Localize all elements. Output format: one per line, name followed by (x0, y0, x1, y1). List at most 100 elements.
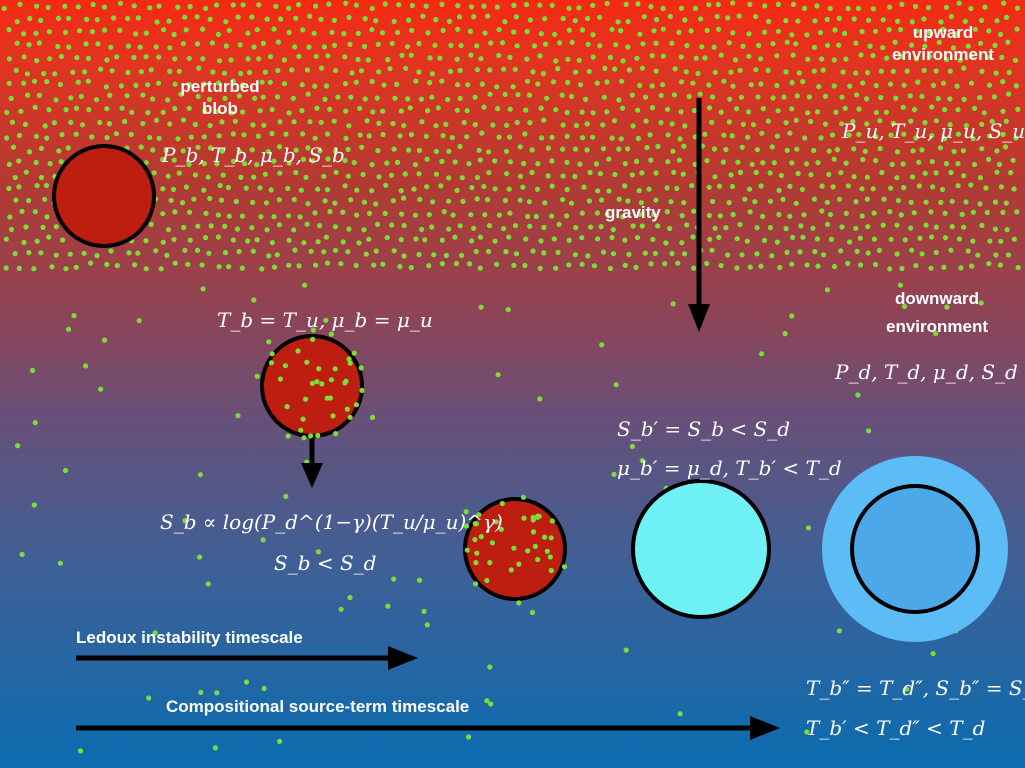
particle (771, 160, 777, 166)
particle (82, 69, 88, 75)
particle (767, 198, 774, 204)
particle (537, 396, 543, 402)
particle (90, 1, 96, 8)
particle (466, 161, 472, 167)
particle (370, 109, 376, 115)
particle (407, 105, 413, 111)
particle (83, 41, 89, 47)
particle (241, 132, 247, 138)
particle (832, 27, 838, 33)
particle (313, 3, 319, 9)
particle (496, 27, 502, 33)
particle (789, 106, 795, 112)
blob-particle (561, 564, 568, 570)
particle (831, 263, 838, 270)
particle (825, 42, 831, 48)
particle (81, 250, 87, 256)
particle (143, 266, 149, 272)
particle (186, 55, 192, 61)
particle (409, 2, 415, 9)
particle (366, 210, 373, 216)
particle (704, 158, 710, 164)
particle (732, 57, 739, 63)
blob-particle (310, 327, 316, 333)
particle (534, 186, 541, 192)
particle (709, 119, 715, 125)
particle (843, 56, 849, 62)
particle (327, 208, 333, 215)
particle (8, 95, 14, 101)
particle (424, 622, 430, 628)
particle (660, 26, 667, 32)
particle (517, 173, 524, 179)
particle (922, 170, 928, 176)
particle (730, 0, 736, 6)
particle (67, 251, 73, 257)
particle (420, 13, 426, 19)
blob-particle (347, 414, 353, 420)
particle (794, 146, 800, 152)
particle (777, 264, 783, 271)
particle (109, 68, 115, 74)
particle (88, 260, 94, 266)
particle (332, 148, 339, 154)
particle (153, 248, 159, 254)
particle (622, 237, 628, 243)
particle (197, 554, 203, 560)
particle (513, 14, 520, 20)
particle (941, 264, 947, 270)
blob-particle (535, 556, 541, 563)
blob-particle (295, 348, 301, 354)
particle (125, 43, 132, 49)
particle (947, 122, 953, 128)
particle (371, 262, 377, 268)
particle (573, 122, 580, 129)
particle (679, 213, 685, 219)
particle (151, 170, 157, 176)
particle (970, 209, 977, 215)
particle (36, 92, 43, 98)
gravity-label: gravity (605, 203, 661, 222)
particle (494, 261, 500, 267)
particle (376, 69, 382, 75)
gravity-arrow (688, 98, 710, 332)
particle (838, 170, 844, 176)
particle (538, 105, 544, 111)
particle (723, 225, 729, 231)
particle (25, 92, 31, 98)
particle (507, 134, 513, 140)
particle (560, 122, 566, 128)
particle (630, 123, 636, 129)
particle (983, 185, 989, 191)
particle (156, 3, 162, 9)
particle (831, 156, 837, 162)
particle (937, 145, 944, 151)
particle (429, 94, 435, 100)
particle (203, 5, 209, 12)
particle (31, 266, 37, 272)
particle (622, 161, 628, 167)
particle (131, 54, 137, 61)
particle (576, 5, 582, 11)
particle (958, 265, 964, 271)
particle (716, 26, 722, 32)
particle (870, 186, 876, 192)
particle (277, 144, 283, 150)
particle (955, 131, 962, 137)
particle (888, 185, 894, 191)
particle (219, 119, 225, 125)
particle (171, 31, 177, 38)
particle (864, 196, 870, 202)
particle (787, 213, 793, 219)
particle (822, 121, 829, 127)
particle (682, 251, 688, 257)
particle (266, 339, 272, 345)
particle (477, 265, 483, 271)
particle (978, 40, 984, 46)
particle (273, 3, 279, 9)
particle (399, 211, 405, 217)
particle (234, 226, 240, 232)
particle (692, 5, 699, 11)
particle (799, 186, 806, 192)
particle (572, 146, 579, 152)
